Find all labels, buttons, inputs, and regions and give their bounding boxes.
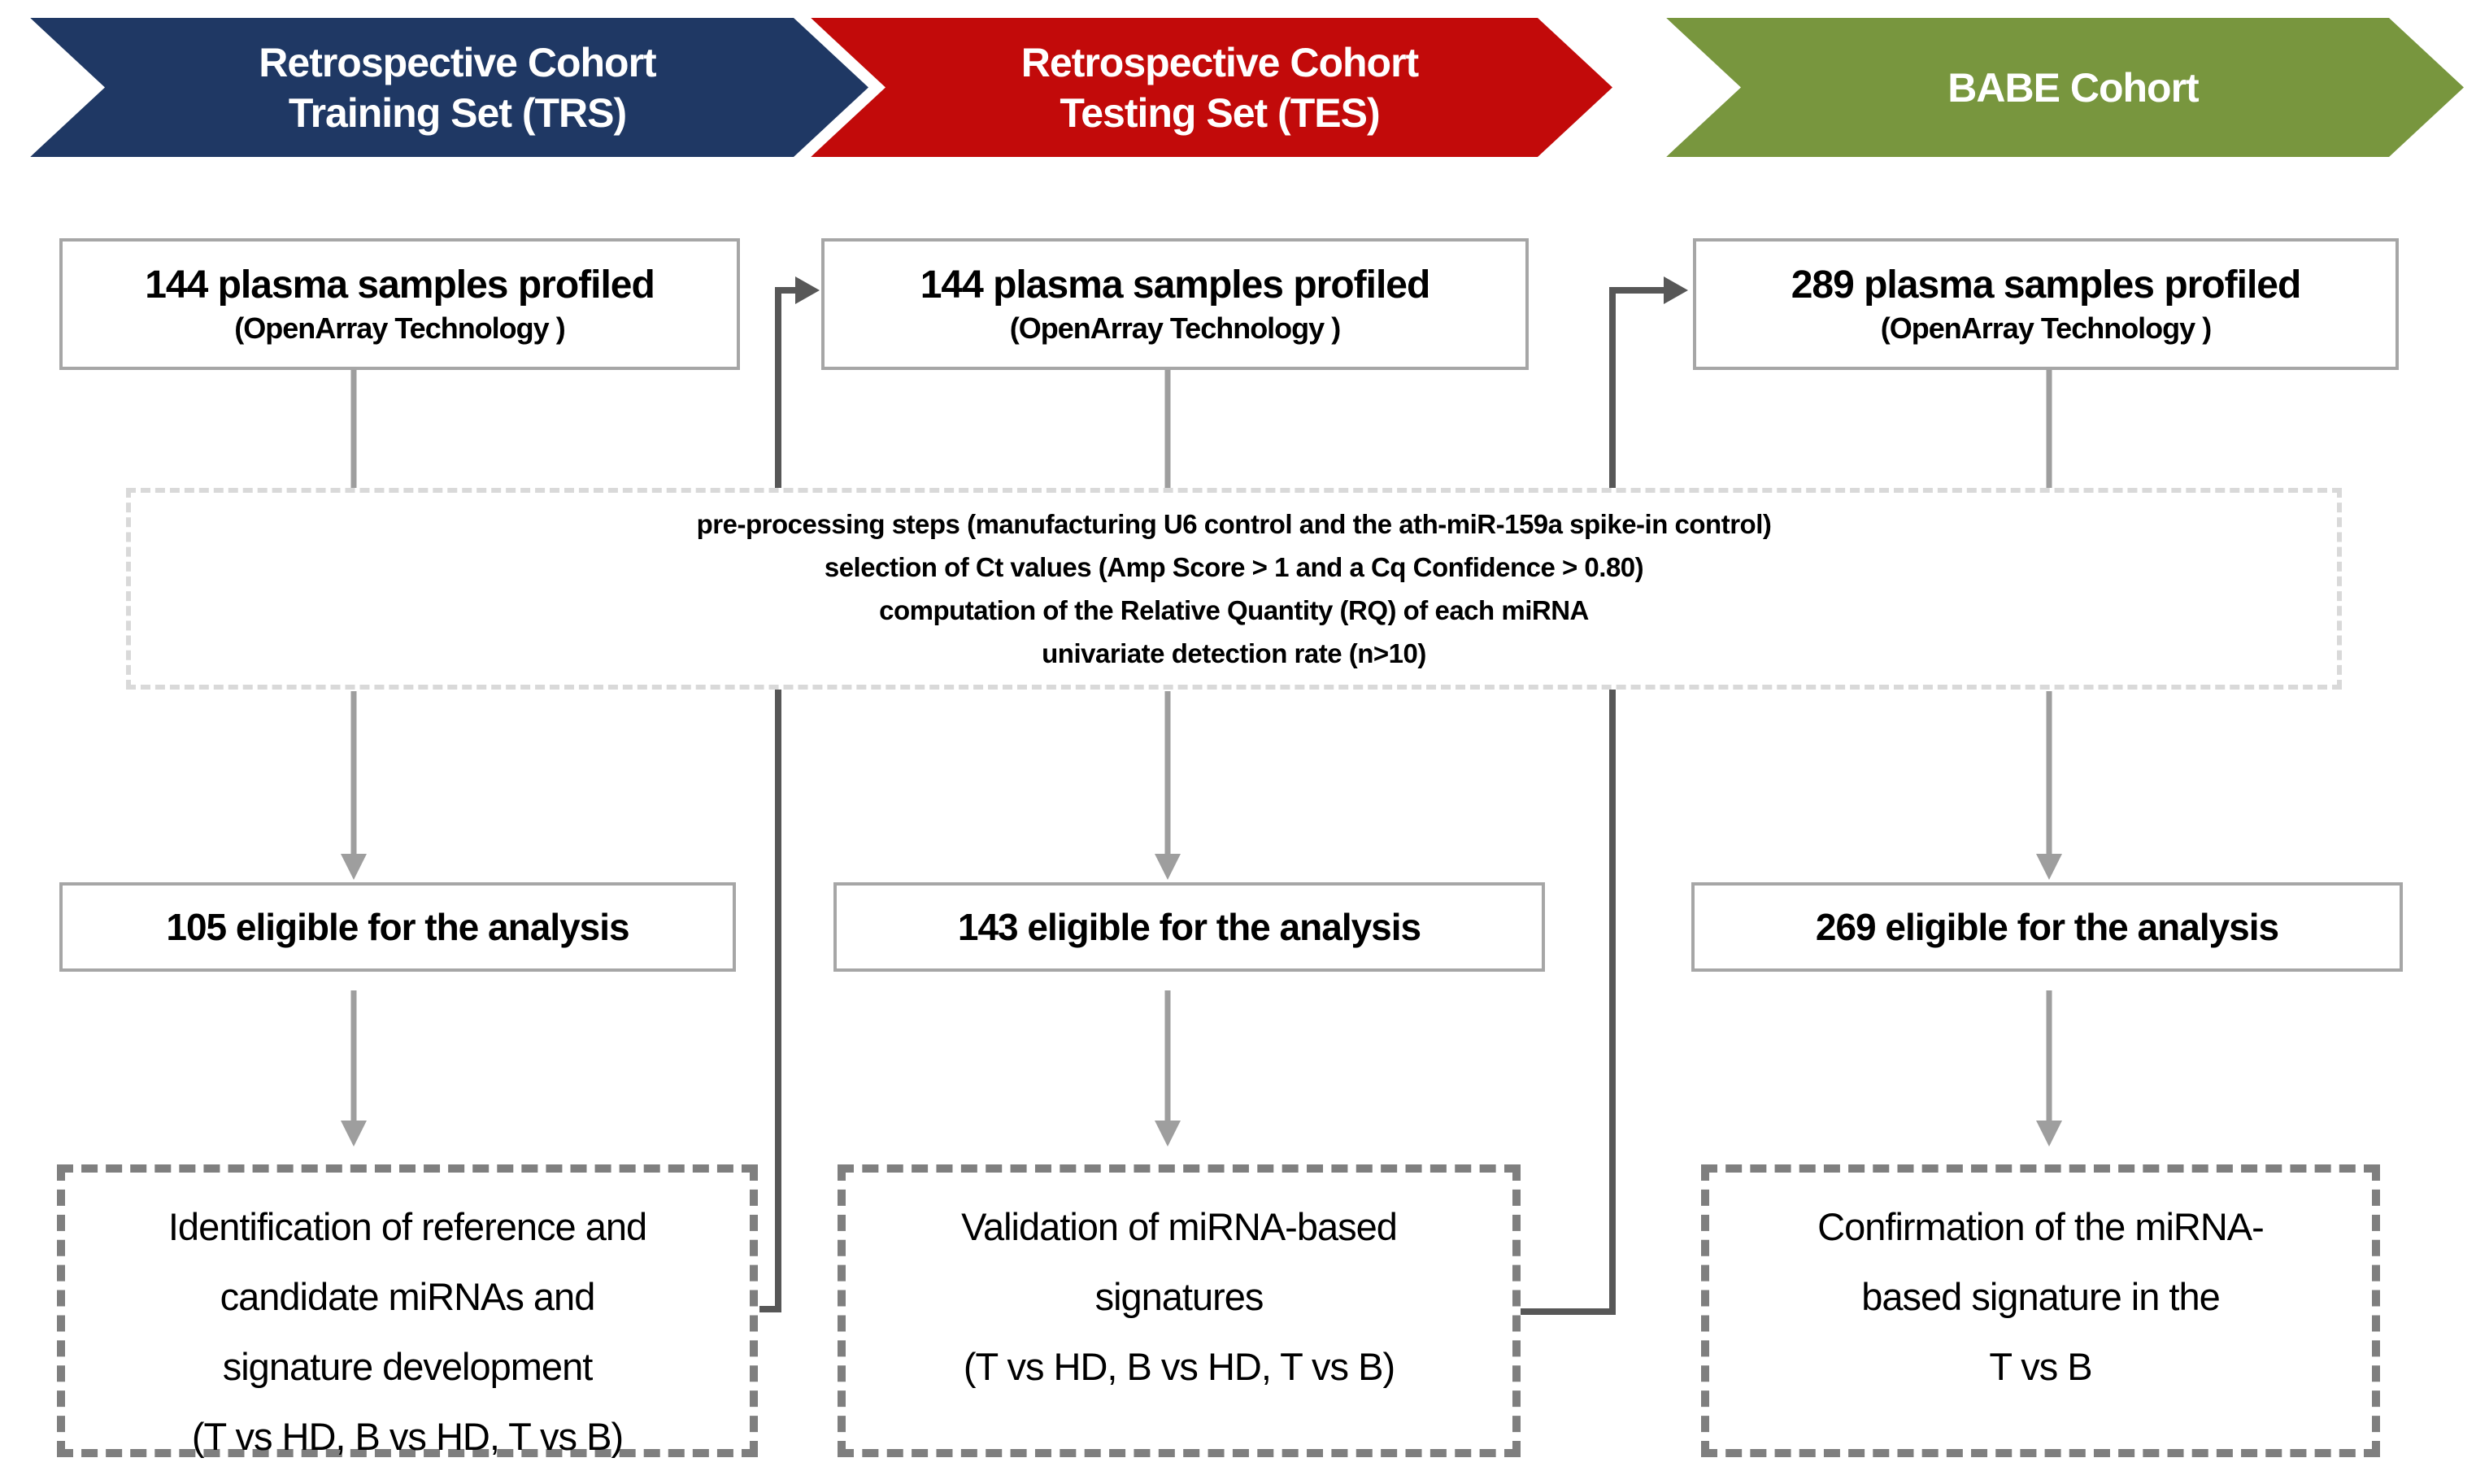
samples-tech-trs: (OpenArray Technology ) xyxy=(234,311,565,345)
banner-babe: BABE Cohort xyxy=(1660,12,2469,163)
outcome-tes-line2: signatures xyxy=(1094,1275,1264,1318)
elbow-arrow-tes-outcome-to-babe-samples xyxy=(1520,276,1688,1315)
preprocessing-box: pre-processing steps (manufacturing U6 c… xyxy=(126,488,2342,690)
samples-box-tes: 144 plasma samples profiled (OpenArray T… xyxy=(821,238,1529,370)
banner-trs-title: Retrospective Cohort Training Set (TRS) xyxy=(24,12,874,163)
preprocessing-step-2: selection of Ct values (Amp Score > 1 an… xyxy=(824,552,1644,582)
banner-tes-chevron xyxy=(805,12,1618,163)
banner-babe-chevron xyxy=(1660,12,2469,163)
eligible-box-babe: 269 eligible for the analysis xyxy=(1691,882,2403,972)
banner-trs-line1: Retrospective Cohort xyxy=(259,39,656,85)
arrow-eligible-to-outcome-tes xyxy=(1155,990,1181,1147)
eligible-count-trs: 105 eligible for the analysis xyxy=(166,906,629,948)
banner-tes-fill xyxy=(811,18,1612,157)
outcome-trs-line2: candidate miRNAs and xyxy=(220,1275,596,1318)
banner-trs: Retrospective Cohort Training Set (TRS) xyxy=(24,12,874,163)
preprocessing-step-1: pre-processing steps (manufacturing U6 c… xyxy=(696,509,1772,539)
samples-count-tes: 144 plasma samples profiled xyxy=(920,263,1431,307)
outcome-trs-line1: Identification of reference and xyxy=(168,1205,647,1248)
samples-count-babe: 289 plasma samples profiled xyxy=(1791,263,2302,307)
samples-box-babe: 289 plasma samples profiled (OpenArray T… xyxy=(1693,238,2399,370)
eligible-count-tes: 143 eligible for the analysis xyxy=(957,906,1421,948)
samples-box-trs: 144 plasma samples profiled (OpenArray T… xyxy=(59,238,740,370)
samples-tech-babe: (OpenArray Technology ) xyxy=(1880,311,2212,345)
outcome-trs-line4: (T vs HD, B vs HD, T vs B) xyxy=(191,1415,624,1458)
eligible-box-tes: 143 eligible for the analysis xyxy=(833,882,1545,972)
banner-tes: Retrospective Cohort Testing Set (TES) xyxy=(805,12,1618,163)
arrow-preprocessing-to-eligible-babe xyxy=(2036,691,2062,880)
preprocessing-step-4: univariate detection rate (n>10) xyxy=(1042,638,1426,668)
banner-babe-title: BABE Cohort xyxy=(1660,12,2469,163)
outcome-box-trs: Identification of reference and candidat… xyxy=(57,1164,758,1458)
preprocessing-step-3: computation of the Relative Quantity (RQ… xyxy=(879,595,1589,625)
outcome-babe-line2: based signature in the xyxy=(1861,1275,2220,1318)
outcome-tes-line3: (T vs HD, B vs HD, T vs B) xyxy=(963,1345,1395,1388)
eligible-count-babe: 269 eligible for the analysis xyxy=(1815,906,2279,948)
samples-tech-tes: (OpenArray Technology ) xyxy=(1009,311,1341,345)
outcome-babe-line1: Confirmation of the miRNA- xyxy=(1817,1205,2265,1248)
banner-tes-title: Retrospective Cohort Testing Set (TES) xyxy=(805,12,1618,163)
elbow-arrow-trs-outcome-to-tes-samples xyxy=(759,276,820,1312)
banner-trs-fill xyxy=(30,18,868,157)
samples-count-trs: 144 plasma samples profiled xyxy=(145,263,655,307)
outcome-tes-line1: Validation of miRNA-based xyxy=(961,1205,1398,1248)
outcome-box-tes: Validation of miRNA-based signatures (T … xyxy=(838,1164,1521,1457)
outcome-trs-line3: signature development xyxy=(222,1345,594,1388)
arrow-preprocessing-to-eligible-trs xyxy=(341,691,367,880)
banner-tes-line2: Testing Set (TES) xyxy=(1060,89,1380,136)
arrow-eligible-to-outcome-babe xyxy=(2036,990,2062,1147)
arrow-preprocessing-to-eligible-tes xyxy=(1155,691,1181,880)
banner-babe-fill xyxy=(1666,18,2464,157)
arrow-eligible-to-outcome-trs xyxy=(341,990,367,1147)
banner-tes-line1: Retrospective Cohort xyxy=(1020,39,1419,85)
outcome-babe-line3: T vs B xyxy=(1989,1345,2092,1388)
eligible-box-trs: 105 eligible for the analysis xyxy=(59,882,736,972)
banner-babe-line1: BABE Cohort xyxy=(1947,64,2199,111)
outcome-box-babe: Confirmation of the miRNA- based signatu… xyxy=(1701,1164,2380,1457)
banner-trs-line2: Training Set (TRS) xyxy=(288,89,627,136)
banner-trs-chevron xyxy=(24,12,874,163)
